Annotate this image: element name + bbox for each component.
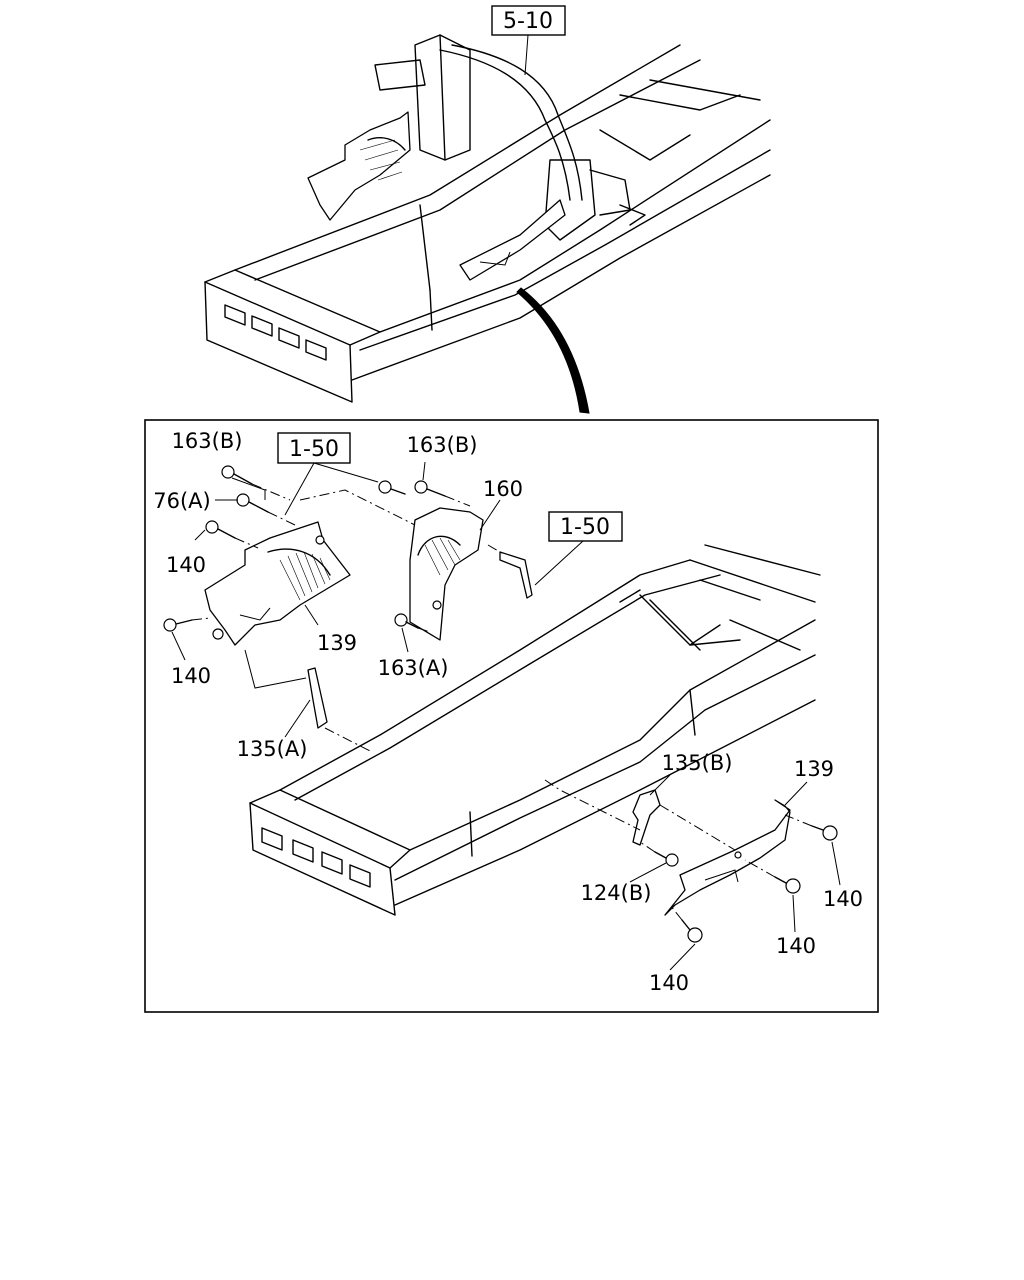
detail-arrow: [516, 287, 590, 414]
callout-140-right: 140: [823, 887, 863, 911]
reference-box-a[interactable]: 1-50: [277, 432, 351, 464]
detail-chassis-illustration: [249, 544, 821, 916]
bolts: [163, 465, 838, 943]
reference-label-b: 1-50: [560, 515, 610, 540]
callout-labels: 163(B) 76(A) 140 140 139 135(A) 163(B) 1…: [153, 429, 863, 995]
bolt-163b-left[interactable]: [221, 465, 253, 485]
heat-shield-160[interactable]: [409, 507, 484, 641]
leader-lines: [171, 461, 841, 971]
callout-140-upper: 140: [166, 553, 206, 577]
callout-139-rear: 139: [794, 757, 834, 781]
bracket-135b[interactable]: [632, 789, 661, 846]
bolt-76a[interactable]: [236, 493, 269, 513]
bolt-140-upper[interactable]: [205, 520, 236, 539]
callout-163b-left: 163(B): [172, 429, 243, 453]
assembly-lines: [191, 483, 813, 921]
bracket-1-50[interactable]: [499, 551, 533, 599]
callout-76a: 76(A): [153, 489, 210, 513]
callout-135a: 135(A): [237, 737, 308, 761]
bolt-140-bottom[interactable]: [681, 919, 703, 943]
reference-box-top[interactable]: 5-10: [491, 5, 566, 36]
callout-139-front: 139: [317, 631, 357, 655]
reference-leader-top: [524, 34, 529, 76]
bolt-124b[interactable]: [654, 851, 679, 867]
reference-box-b[interactable]: 1-50: [548, 511, 623, 542]
callout-135b: 135(B): [662, 751, 733, 775]
callout-140-bottom: 140: [649, 971, 689, 995]
bolt-1-50-left[interactable]: [378, 480, 406, 495]
reference-label-a: 1-50: [289, 437, 339, 462]
callout-160: 160: [483, 477, 523, 501]
callout-163a: 163(A): [378, 656, 449, 680]
overview-frame-illustration: [204, 34, 771, 403]
callout-163b-right: 163(B): [407, 433, 478, 457]
heat-shield-139-rear[interactable]: [664, 799, 791, 916]
bolt-163a[interactable]: [394, 613, 419, 629]
heat-shield-139-front[interactable]: [204, 521, 351, 646]
bolt-140-mid[interactable]: [774, 876, 801, 894]
bracket-135a[interactable]: [307, 667, 328, 729]
bolt-163b-right[interactable]: [414, 480, 446, 497]
bolt-140-left[interactable]: [163, 618, 193, 632]
detail-frame: [144, 419, 879, 1013]
callout-140-left: 140: [171, 664, 211, 688]
bolt-140-right[interactable]: [811, 825, 838, 841]
reference-label-top: 5-10: [503, 9, 553, 34]
callout-124b: 124(B): [581, 881, 652, 905]
callout-140-mid: 140: [776, 934, 816, 958]
